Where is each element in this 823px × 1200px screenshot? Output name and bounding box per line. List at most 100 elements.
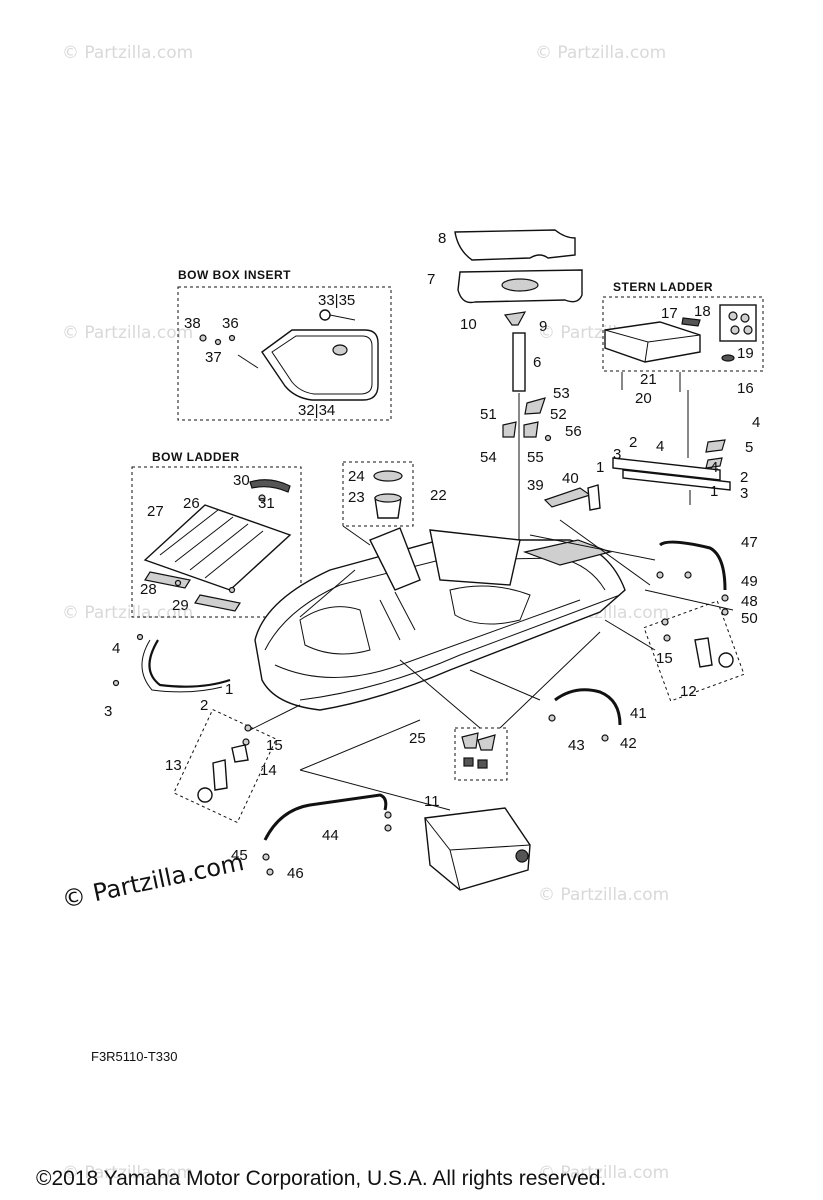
nut-icon: [684, 571, 692, 579]
grab-handle-47-group: 47 49 48 50: [656, 534, 758, 627]
cup-holder-ring: [373, 470, 403, 482]
callout-43: 43: [568, 737, 585, 754]
stern-rail: [622, 469, 731, 491]
cockpit-seat: [449, 585, 531, 625]
stern-ladder-frame: [602, 296, 764, 372]
bumper-icon: [730, 325, 740, 335]
watermark: © Partzilla.com: [538, 1163, 669, 1183]
cup-holder-lip: [374, 493, 402, 503]
table-socket: [501, 278, 539, 292]
tow-ring-icon: [718, 652, 734, 668]
cooler-group: 11: [424, 793, 531, 891]
cooler-wheel-icon: [515, 849, 529, 863]
bow-rail-trim: [141, 639, 223, 693]
callout-15: 15: [266, 737, 283, 754]
stern-ladder-title: STERN LADDER: [613, 280, 713, 294]
watermark: © Partzilla.com: [538, 885, 669, 905]
tow-eye-right-group: 15 12: [643, 600, 745, 702]
washer-icon: [214, 338, 222, 346]
callout-14: 14: [260, 762, 277, 779]
hull-stripe: [299, 594, 621, 701]
tow-plate: [694, 637, 713, 668]
hull-gunwale: [264, 557, 606, 651]
callout-4: 4: [710, 459, 718, 476]
callout-45: 45: [231, 847, 248, 864]
tow-eye-icon: [212, 759, 228, 791]
table-top-mat: [454, 229, 576, 261]
speaker-frame: [454, 727, 508, 781]
callout-2: 2: [629, 434, 637, 451]
nut-icon: [661, 618, 669, 626]
bow-ladder-group: BOW LADDER 30 31 26 27 28 29: [131, 450, 302, 618]
bolt-icon: [258, 494, 266, 502]
callout-46: 46: [287, 865, 304, 882]
watermark: © Partzilla.com: [62, 323, 193, 343]
callout-39: 39: [527, 477, 544, 494]
speaker-base: [477, 759, 488, 769]
speaker-icon: [477, 734, 496, 751]
callout-16: 16: [737, 380, 754, 397]
watermark: © Partzilla.com: [62, 1163, 193, 1183]
leader-line: [342, 525, 371, 546]
cap-icon: [721, 354, 735, 362]
washer-icon: [721, 608, 729, 616]
cleat-pad: [524, 397, 546, 415]
hull-group: 1: [225, 527, 626, 711]
callout-7: 7: [427, 271, 435, 288]
callout-19: 19: [737, 345, 754, 362]
nut-icon: [548, 714, 556, 722]
nut-icon: [663, 634, 671, 642]
callout-30: 30: [233, 472, 250, 489]
nut-icon: [228, 586, 236, 594]
watermark-large: © Partzilla.com: [59, 848, 246, 914]
callout-32-34: 32|34: [298, 402, 335, 419]
bow-box-insert-tray-rim: [271, 335, 373, 395]
callout-36: 36: [222, 315, 239, 332]
screw-icon: [199, 334, 207, 342]
callout-5: 5: [745, 439, 753, 456]
copyright-notice: ©2018 Yamaha Motor Corporation, U.S.A. A…: [36, 1167, 606, 1190]
bow-seat: [299, 606, 371, 655]
nut-icon: [228, 334, 236, 342]
screw-icon: [544, 434, 552, 442]
tow-plate: [231, 744, 249, 763]
callout-54: 54: [480, 449, 497, 466]
callout-15: 15: [656, 650, 673, 667]
bow-box-insert-title: BOW BOX INSERT: [178, 268, 291, 282]
table-pedestal: [512, 332, 526, 392]
callout-4: 4: [752, 414, 760, 431]
callout-28: 28: [140, 581, 157, 598]
callout-3: 3: [740, 485, 748, 502]
leader-line: [237, 354, 259, 369]
stern-ladder-body: [604, 321, 701, 363]
callout-47: 47: [741, 534, 758, 551]
washer-icon: [601, 734, 609, 742]
grommet-icon: [319, 309, 331, 321]
nut-icon: [656, 571, 664, 579]
callout-6: 6: [533, 354, 541, 371]
leader-lines: [249, 519, 734, 811]
callout-42: 42: [620, 735, 637, 752]
nut-icon: [174, 579, 182, 587]
callout-52: 52: [550, 406, 567, 423]
stern-ladder-knob: [681, 317, 701, 327]
cup-holder-frame: [342, 461, 414, 527]
callout-48: 48: [741, 593, 758, 610]
callout-27: 27: [147, 503, 164, 520]
bow-ladder-title: BOW LADDER: [152, 450, 240, 464]
screw-icon: [112, 679, 120, 687]
callout-1: 1: [710, 483, 718, 500]
watermark: © Partzilla.com: [535, 43, 666, 63]
diagram-code: F3R5110-T330: [91, 1049, 177, 1064]
callout-55: 55: [527, 449, 544, 466]
cup-holder-group: 24 23 22: [342, 461, 447, 527]
speaker-base: [463, 757, 474, 767]
callout-4: 4: [656, 438, 664, 455]
callout-26: 26: [183, 495, 200, 512]
callout-20: 20: [635, 390, 652, 407]
nut-icon: [384, 811, 392, 819]
callout-40: 40: [562, 470, 579, 487]
callout-37: 37: [205, 349, 222, 366]
callout-11: 11: [424, 793, 440, 810]
